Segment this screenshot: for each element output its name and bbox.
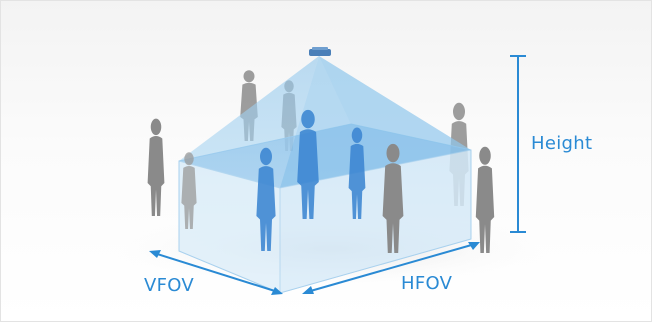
- view-cone-right-face: [280, 56, 471, 188]
- vfov-label: VFOV: [144, 275, 195, 296]
- view-cone-back-face: [319, 56, 471, 150]
- height-label: Height: [531, 133, 593, 154]
- height-dimension: [510, 55, 526, 233]
- vfov-dimension-arrow: [149, 250, 283, 295]
- hfov-dimension-arrow: [302, 242, 480, 294]
- hfov-label: HFOV: [401, 273, 453, 294]
- view-cone-left-face: [179, 56, 319, 188]
- view-cone-back-left-face: [179, 56, 351, 161]
- coverage-front-right-face: [279, 149, 472, 294]
- camera-sensor-icon: [309, 47, 331, 56]
